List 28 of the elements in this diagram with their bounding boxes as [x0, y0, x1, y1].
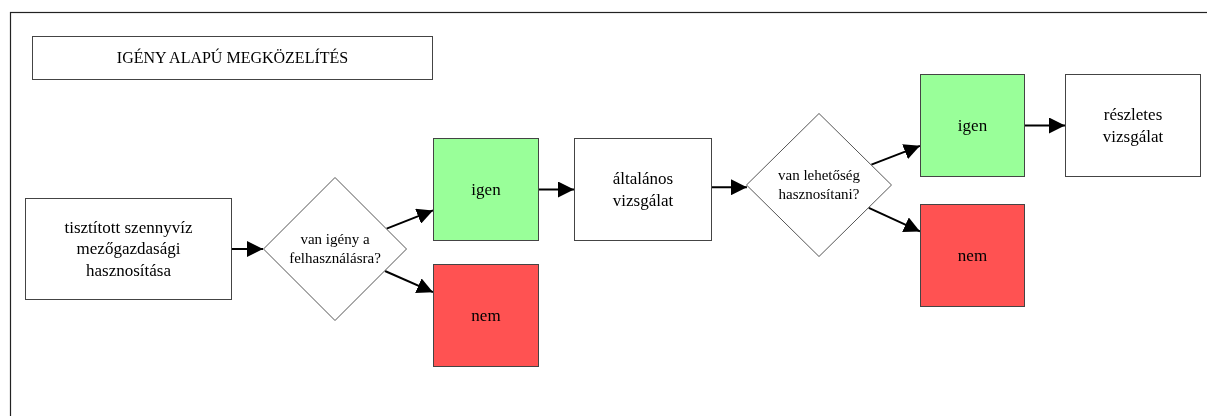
process-box	[1065, 74, 1201, 177]
node-text: részletes vizsgálat	[1101, 104, 1165, 147]
arrow	[384, 270, 434, 294]
node-text: igen	[956, 114, 989, 137]
node-text: van lehetőség hasznosítani?	[776, 166, 862, 204]
arrow	[867, 206, 921, 233]
arrow	[870, 144, 921, 166]
node-text: IGÉNY ALAPÚ MEGKÖZELÍTÉS	[115, 48, 350, 68]
heading-box	[32, 36, 433, 80]
node-text: igen	[470, 178, 502, 201]
process-box	[574, 138, 712, 241]
yes-box	[433, 138, 539, 241]
arrow	[231, 241, 264, 257]
yes-box	[920, 74, 1025, 177]
decision-diamond	[746, 113, 892, 257]
node-text: nem	[470, 304, 502, 327]
node-text: nem	[956, 244, 989, 267]
decision-diamond	[263, 177, 407, 321]
arrow	[1024, 117, 1066, 134]
node-text: tisztított szennyvíz mezőgazdasági hasznosítása	[63, 217, 194, 281]
node-text: van igény a felhasználásra?	[288, 230, 382, 268]
arrow	[711, 179, 748, 196]
arrow	[538, 181, 575, 198]
node-text: általános vizsgálat	[611, 168, 675, 211]
process-box	[25, 198, 232, 300]
no-box	[433, 264, 539, 367]
arrow	[385, 208, 434, 230]
no-box	[920, 204, 1025, 307]
